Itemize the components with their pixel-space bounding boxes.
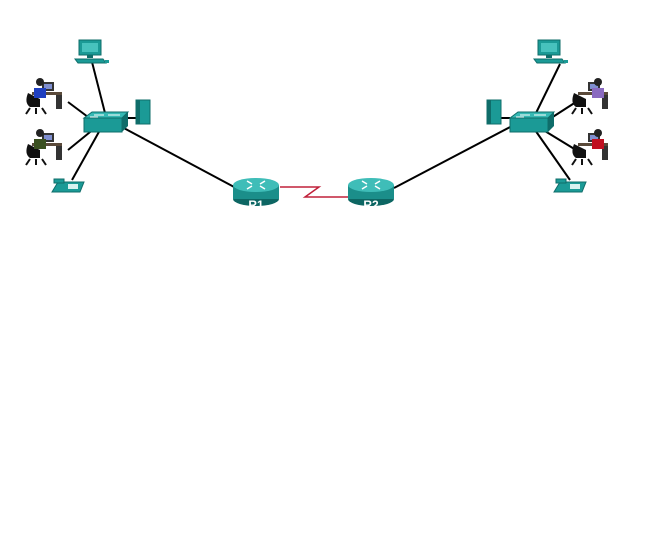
pc-right[interactable]	[533, 39, 569, 64]
switch-left[interactable]	[83, 111, 129, 133]
server-right[interactable]	[486, 99, 502, 125]
ethernet-links	[67, 61, 577, 189]
ip-phone-right[interactable]	[553, 178, 587, 193]
link-sw1-pc	[91, 61, 106, 114]
router-r1[interactable]: R1	[232, 177, 280, 212]
link-sw2-pc	[535, 63, 561, 114]
user-right-2[interactable]	[571, 129, 609, 166]
link-sw2-r2	[393, 125, 513, 189]
pc-left[interactable]	[74, 39, 110, 64]
user-left-1[interactable]	[25, 78, 64, 115]
link-sw1-phone	[71, 129, 101, 181]
user-right-1[interactable]	[571, 78, 609, 115]
router-r2[interactable]: R2	[347, 177, 395, 212]
switch-right[interactable]	[509, 111, 555, 133]
server-left[interactable]	[135, 99, 151, 125]
serial-link-r1-r2	[280, 186, 349, 198]
link-sw1-r1	[119, 125, 237, 189]
link-sw2-phone	[534, 129, 571, 181]
user-left-2[interactable]	[25, 129, 64, 166]
router-r1-label: R1	[248, 198, 264, 212]
ip-phone-left[interactable]	[51, 178, 85, 193]
router-r2-label: R2	[363, 198, 379, 212]
